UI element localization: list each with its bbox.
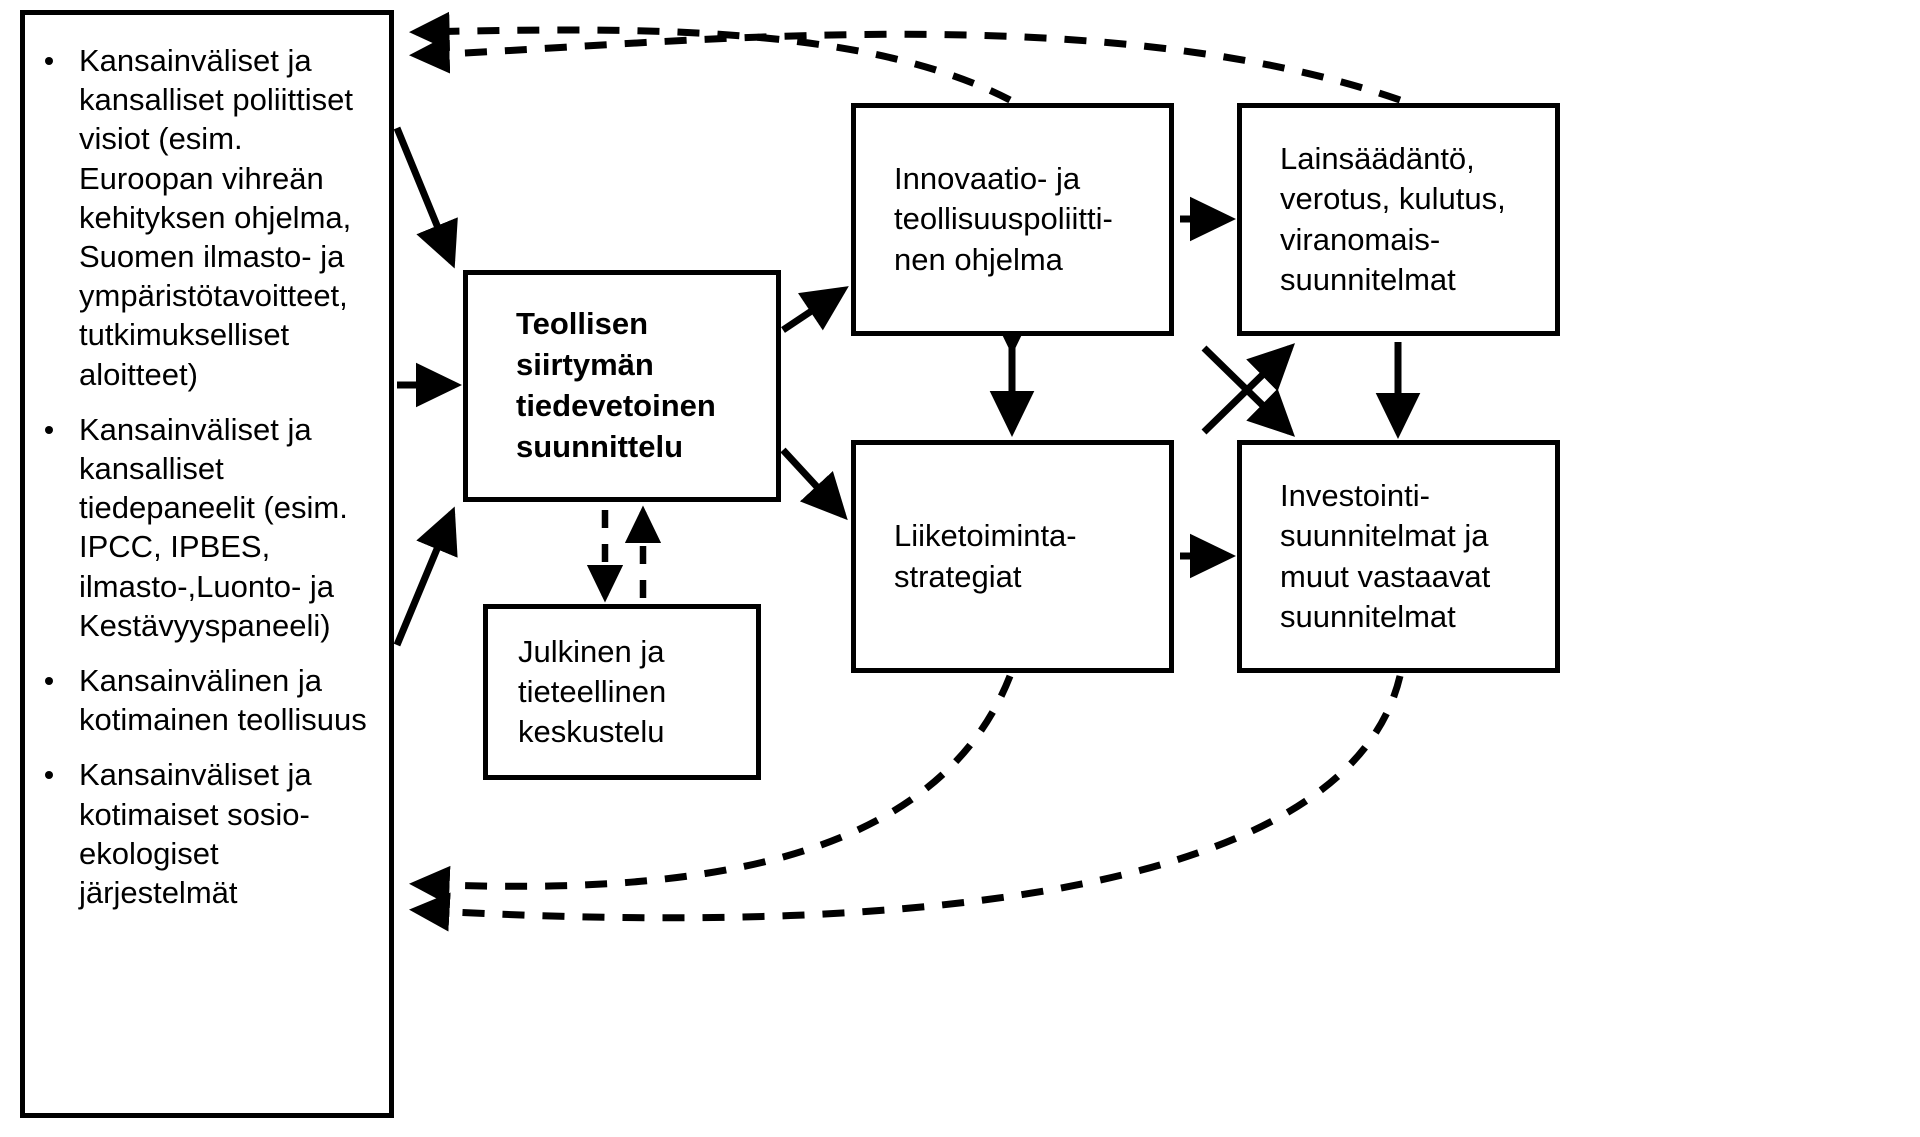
node-core-label: Teollisen siirtymän tiedevetoinen suunni…	[516, 306, 716, 464]
node-public-scientific-debate: Julkinen ja tieteellinen keskustelu	[483, 604, 761, 780]
node-core-science-driven-planning: Teollisen siirtymän tiedevetoinen suunni…	[463, 270, 781, 502]
node-business-strategies: Liiketoiminta- strategiat	[851, 440, 1174, 673]
edge-core-innovation	[781, 286, 849, 333]
edge-drivers-core-bottom	[393, 506, 458, 647]
node-innovation-label: Innovaatio- ja teollisuuspoliitti- nen o…	[894, 161, 1113, 277]
node-investment-label: Investointi- suunnitelmat ja muut vastaa…	[1280, 477, 1491, 634]
list-item: Kansainväliset ja kansalliset poliittise…	[35, 41, 381, 394]
edge-innovation-drivers-feedback	[409, 11, 1012, 104]
edge-core-business	[780, 447, 848, 521]
edge-business-drivers-feedback	[409, 674, 1014, 906]
drivers-panel: Kansainväliset ja kansalliset poliittise…	[20, 10, 394, 1118]
list-item: Kansainväliset ja kotimaiset sosio-ekolo…	[35, 755, 381, 912]
list-item: Kansainvälinen ja kotimainen teollisuus	[35, 661, 381, 739]
edge-investment-innovation-cross	[1201, 345, 1296, 437]
node-business-label: Liiketoiminta- strategiat	[894, 518, 1077, 594]
list-item: Kansainväliset ja kansalliset tiedepanee…	[35, 410, 381, 645]
node-innovation-industrial-policy: Innovaatio- ja teollisuuspoliitti- nen o…	[851, 103, 1174, 336]
edge-legislation-drivers-feedback	[409, 30, 1402, 104]
node-investment-plans: Investointi- suunnitelmat ja muut vastaa…	[1237, 440, 1560, 673]
node-legislation-taxation: Lainsäädäntö, verotus, kulutus, viranoma…	[1237, 103, 1560, 336]
node-legislation-label: Lainsäädäntö, verotus, kulutus, viranoma…	[1280, 140, 1506, 297]
edge-drivers-core-top	[393, 126, 458, 269]
drivers-list: Kansainväliset ja kansalliset poliittise…	[25, 41, 389, 912]
node-public-label: Julkinen ja tieteellinen keskustelu	[518, 633, 667, 750]
